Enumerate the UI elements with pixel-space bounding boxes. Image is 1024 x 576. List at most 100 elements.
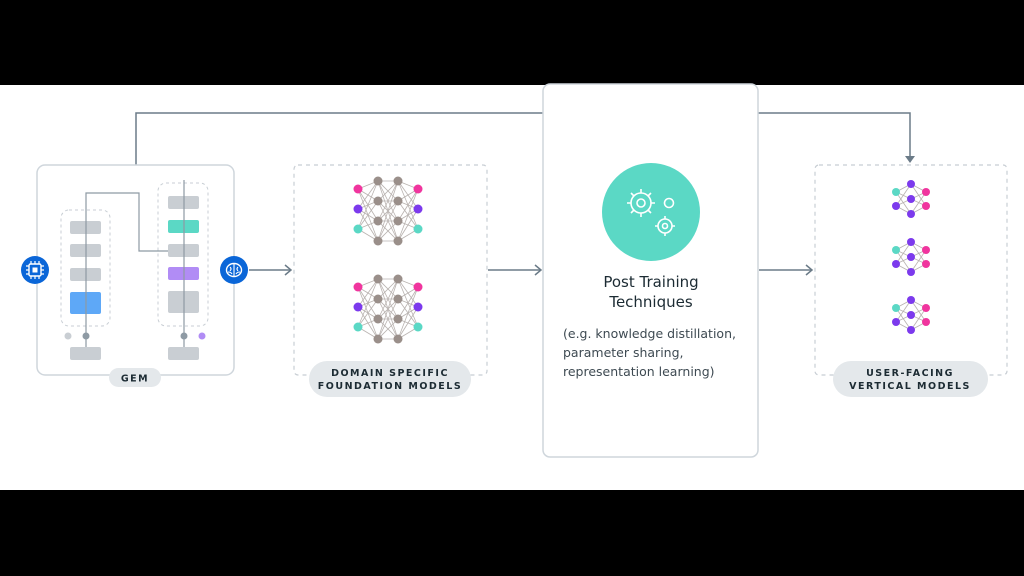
network-edge [377,180,399,222]
network-node [413,184,423,194]
network-edge [397,188,419,242]
network-node [353,282,363,292]
post-training-title-line2: Techniques [608,293,693,311]
network-node [413,224,423,234]
network-node [922,260,930,268]
network-edge [895,183,912,207]
network-node [907,238,915,246]
network-node [393,294,403,304]
network-node [922,318,930,326]
network-edge [377,220,399,242]
network-node [907,180,915,188]
brain-icon [220,256,248,284]
network-node [353,322,363,332]
network-edge [377,278,399,300]
network-node [413,204,423,214]
network-edge [377,278,399,320]
network-edge [377,180,399,242]
network-edge [910,249,927,273]
network-node [907,268,915,276]
gem-box [36,164,235,376]
network-edge [397,208,419,242]
network-edge [910,191,927,215]
network-node [892,202,900,210]
network-node [353,204,363,214]
domain-models-label-line1: DOMAIN SPECIFIC [331,368,449,379]
network-node [373,216,383,226]
network-node [393,176,403,186]
network-node [393,236,403,246]
vertical-network-2 [892,238,930,276]
post-training-desc-line3: representation learning) [563,364,715,379]
network-edge [397,306,419,340]
network-node [393,216,403,226]
top-connector-arrowhead [905,156,915,163]
network-edge [910,241,927,265]
domain-network-2 [353,274,423,344]
network-node [373,314,383,324]
network-node [907,326,915,334]
arrow-domain-to-post-training [488,264,543,276]
network-edge [357,278,379,328]
network-node [373,334,383,344]
network-edge [377,278,399,340]
vertical-network-3 [892,296,930,334]
network-node [892,188,900,196]
top-connector-line [135,112,911,165]
network-node [373,236,383,246]
network-edge [377,318,399,340]
network-node [892,260,900,268]
domain-network-1 [353,176,423,246]
network-edge [377,200,399,242]
network-node [922,188,930,196]
network-edge [895,191,912,215]
post-training-desc-line2: parameter sharing, [563,345,684,360]
vertical-models-label-pill: USER-FACING VERTICAL MODELS [833,361,988,397]
network-node [922,246,930,254]
network-node [393,196,403,206]
arrow-post-training-to-vertical [759,264,814,276]
network-node [393,334,403,344]
post-training-title-line1: Post Training [603,273,698,291]
network-node [373,274,383,284]
network-edge [357,180,379,230]
vertical-network-1 [892,180,930,218]
network-edge [895,299,912,323]
post-training-desc-line1: (e.g. knowledge distillation, [563,326,736,341]
vertical-models-label-line2: VERTICAL MODELS [849,381,971,392]
network-edge [377,180,399,202]
post-training-card [542,83,759,458]
network-node [393,314,403,324]
domain-models-label-line2: FOUNDATION MODELS [318,381,462,392]
network-node [373,176,383,186]
network-edge [910,183,927,207]
network-edge [397,286,419,320]
network-node [922,202,930,210]
network-node [373,294,383,304]
network-node [353,224,363,234]
domain-models-label-pill: DOMAIN SPECIFIC FOUNDATION MODELS [309,361,471,397]
network-edge [357,298,379,328]
network-edge [910,299,927,323]
network-node [907,195,915,203]
arrow-gem-to-domain [249,264,293,276]
network-node [413,302,423,312]
network-node [907,296,915,304]
network-edge [397,286,419,340]
network-node [907,210,915,218]
chip-icon [21,256,49,284]
gears-icon [602,163,700,261]
network-edge [357,200,379,230]
vertical-models-label-line1: USER-FACING [866,368,954,379]
network-node [413,282,423,292]
network-node [892,304,900,312]
network-edge [357,278,379,308]
network-node [907,311,915,319]
network-edge [895,241,912,265]
network-node [892,246,900,254]
network-node [892,318,900,326]
network-edge [910,307,927,331]
gem-label-pill: GEM [109,368,161,387]
network-node [907,253,915,261]
